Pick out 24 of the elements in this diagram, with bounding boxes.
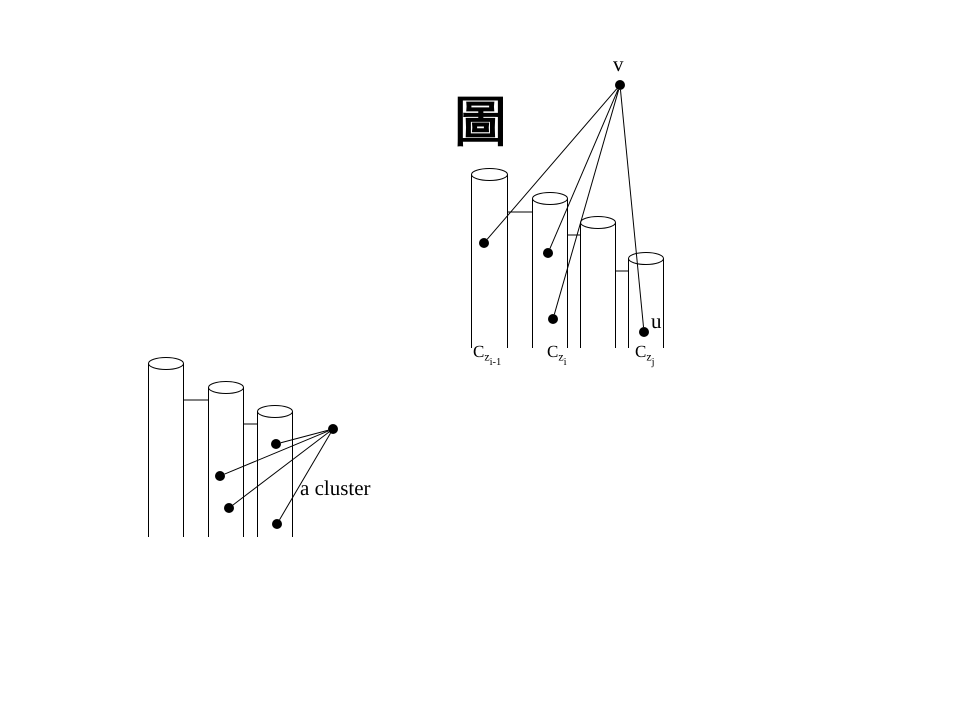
connector-line — [224, 430, 329, 475]
dot — [272, 519, 282, 529]
connector-line — [279, 432, 331, 520]
connector-line — [280, 430, 329, 444]
dot — [328, 424, 338, 434]
node-label: u — [651, 311, 662, 332]
connector-line — [620, 89, 644, 328]
connector-line — [549, 89, 619, 249]
dot — [215, 471, 225, 481]
dot — [615, 80, 625, 90]
annotation-label: a cluster — [300, 478, 371, 499]
node-label: v — [613, 54, 624, 75]
dot — [639, 327, 649, 337]
dot — [479, 238, 489, 248]
dot — [271, 439, 281, 449]
dot — [224, 503, 234, 513]
dot — [543, 248, 553, 258]
connector-line — [554, 89, 620, 315]
connector-line — [567, 234, 581, 236]
dot — [548, 314, 558, 324]
connector-line — [486, 88, 618, 240]
connector-line — [232, 432, 330, 506]
character-label: 圖 — [454, 94, 508, 148]
connector-line — [615, 270, 629, 272]
